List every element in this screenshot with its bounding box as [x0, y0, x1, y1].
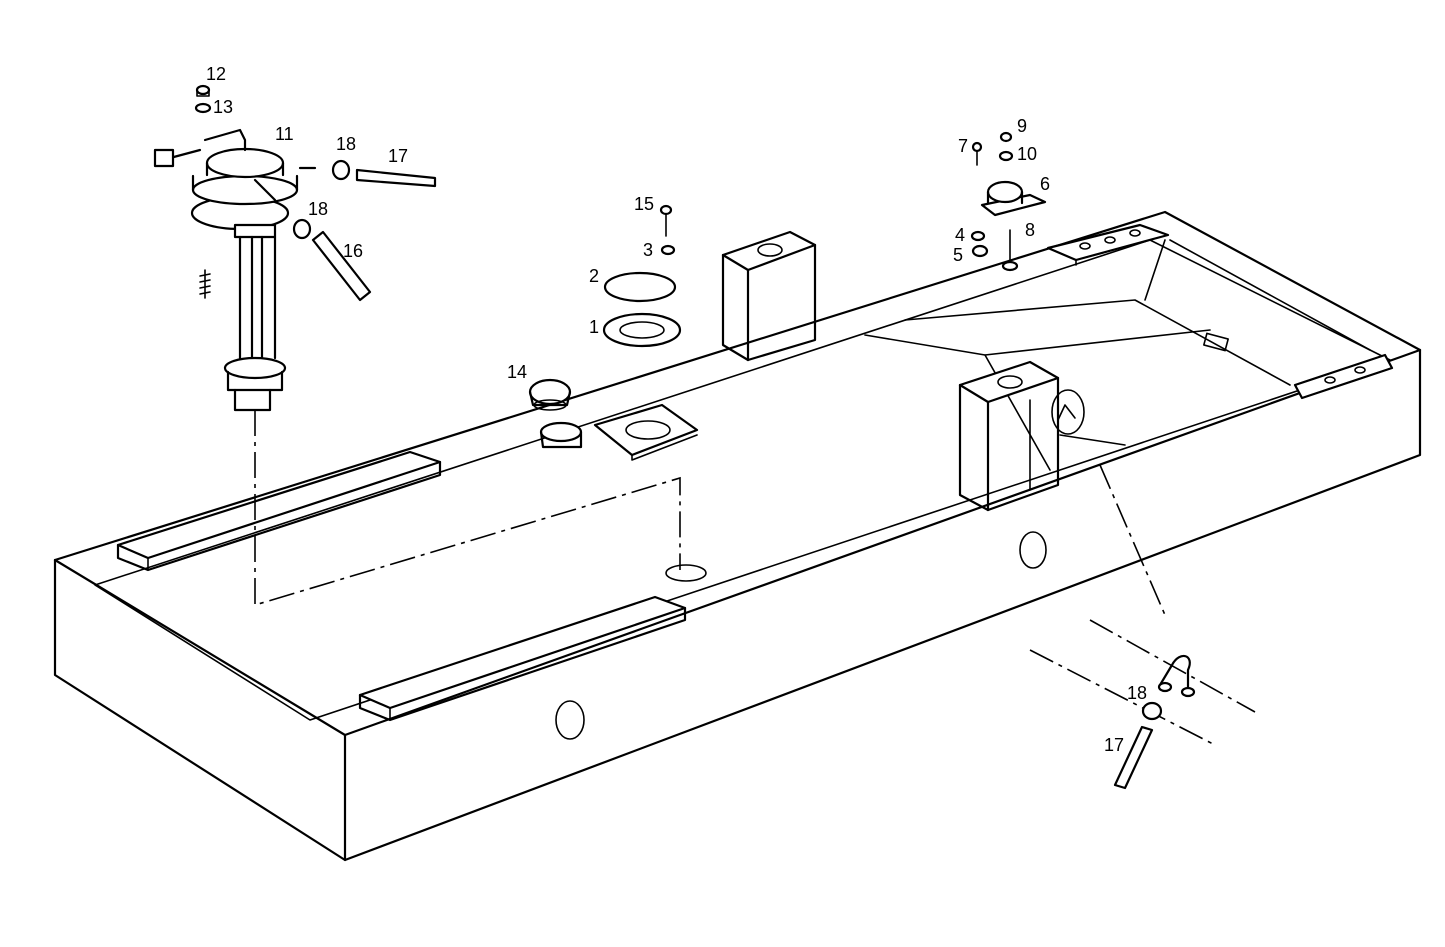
upright-rear	[721, 230, 817, 362]
callout-17-bottom: 17	[1104, 735, 1124, 755]
callout-4: 4	[955, 225, 965, 245]
washer-13	[194, 102, 212, 114]
callout-6: 6	[1040, 174, 1050, 194]
washer-4	[970, 230, 986, 242]
callout-14: 14	[507, 362, 527, 382]
callout-16: 16	[343, 241, 363, 261]
hose-16	[311, 230, 372, 302]
mount-plate-bottom	[1293, 353, 1394, 400]
callout-18-top: 18	[336, 134, 356, 154]
mounting-6	[980, 180, 1047, 217]
nut-12	[195, 84, 211, 97]
stud-8	[1001, 229, 1019, 272]
upright-front	[958, 360, 1060, 512]
callout-15: 15	[634, 194, 654, 214]
sender-unit	[153, 128, 317, 412]
callout-17-top: 17	[388, 146, 408, 166]
hose-17-bottom	[1113, 725, 1154, 790]
callout-3: 3	[643, 240, 653, 260]
mount-plate-top	[1046, 223, 1170, 266]
callout-10: 10	[1017, 144, 1037, 164]
elbow-pipe	[1157, 654, 1196, 698]
callout-labels: 1 2 3 4 5 6 7 8 9 10 11 12 13 14 15 16 1…	[206, 64, 1147, 755]
clamp-18-bottom	[1141, 701, 1163, 721]
callout-11: 11	[275, 124, 294, 144]
callout-12: 12	[206, 64, 226, 84]
clamp-18-mid	[292, 218, 312, 240]
filler-neck-ring	[539, 421, 583, 449]
filler-cap-14	[528, 378, 572, 411]
callout-9: 9	[1017, 116, 1027, 136]
washer-10	[998, 150, 1014, 162]
callout-18-bottom: 18	[1127, 683, 1147, 703]
callout-8: 8	[1025, 220, 1035, 240]
hose-17-top	[355, 168, 437, 188]
callout-5: 5	[953, 245, 963, 265]
bolt-15	[659, 204, 673, 237]
cover-plate-2	[603, 271, 677, 303]
bolt-7	[971, 141, 983, 166]
washer-3	[660, 244, 676, 256]
callout-18-mid: 18	[308, 199, 328, 219]
nut-9	[999, 131, 1013, 143]
gasket-1	[602, 312, 682, 348]
rail-strip-rear	[116, 450, 442, 572]
hole-marker	[665, 564, 707, 582]
filler-plate	[593, 403, 699, 461]
rail-strip-front	[358, 595, 687, 722]
clamp-18-top	[331, 159, 351, 181]
callout-2: 2	[589, 266, 599, 286]
callout-13: 13	[213, 97, 233, 117]
callout-7: 7	[958, 136, 968, 156]
callout-1: 1	[589, 317, 599, 337]
frame-base	[53, 210, 1422, 862]
threaded-stud	[199, 269, 211, 299]
nut-5	[971, 244, 989, 258]
